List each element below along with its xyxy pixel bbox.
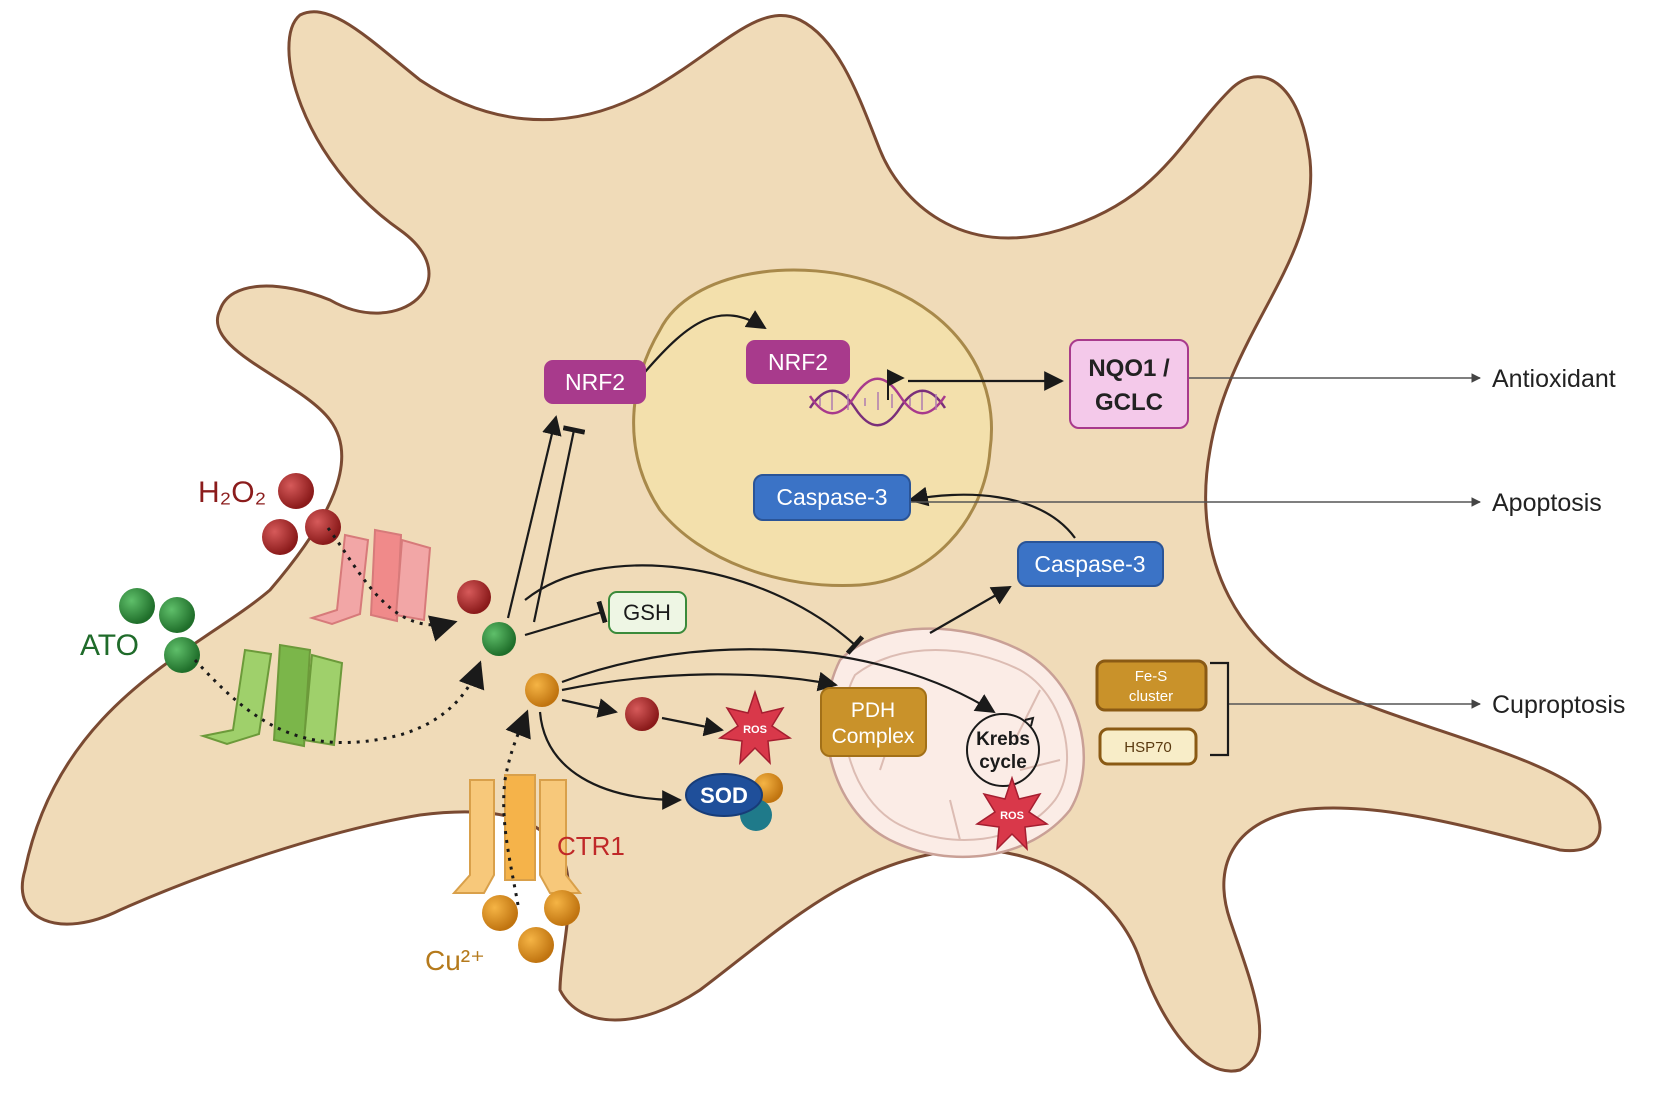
transcription-start-arrow	[886, 369, 905, 400]
gsh-label: GSH	[623, 600, 671, 625]
cu-to-sod-arrow	[538, 711, 682, 810]
fes-label-line2: cluster	[1129, 688, 1173, 705]
cuproptosis-bracket	[1210, 661, 1230, 757]
cuproptosis-label: Cuproptosis	[1492, 691, 1625, 719]
caspase3-nuc-box	[753, 474, 911, 521]
ros-mito-label: ROS	[1000, 810, 1024, 822]
cu-molecules	[482, 890, 580, 963]
h2o2-transporter-icon	[308, 528, 432, 626]
nrf2-translocation-arrow	[644, 310, 767, 373]
fes-label-line1: Fe-S	[1135, 668, 1168, 685]
pdh-box	[820, 687, 927, 757]
caspase3-cyto-label: Caspase-3	[1034, 551, 1145, 577]
ctr1-label: CTR1	[557, 831, 625, 861]
cu-label: Cu²⁺	[425, 945, 485, 976]
krebs-cycle-icon	[966, 713, 1040, 787]
apoptosis-label: Apoptosis	[1492, 489, 1602, 517]
caspase3-nuc-label: Caspase-3	[776, 484, 887, 510]
krebs-label-line1: Krebs	[976, 729, 1030, 750]
antioxidant-label: Antioxidant	[1492, 365, 1616, 393]
gsh-box	[608, 591, 687, 634]
ato-inhibits-mito	[524, 564, 865, 655]
cu-derived-h2o2	[625, 697, 659, 731]
mito-to-caspase-arrow	[929, 586, 1012, 634]
ctr1-transporter-icon	[451, 774, 583, 894]
fes-box	[1095, 659, 1208, 712]
krebs-arrowhead	[1024, 716, 1035, 727]
ato-label: ATO	[80, 629, 139, 662]
nrf2-nuc-box	[746, 340, 850, 384]
pdh-label-line1: PDH	[851, 699, 895, 722]
nrf2-cyto-label: NRF2	[565, 369, 625, 395]
intracellular-cu	[525, 673, 559, 707]
ros-cyto-burst	[717, 689, 793, 765]
hsp70-label: HSP70	[1124, 739, 1172, 756]
cu-to-pdh-arrow	[561, 671, 838, 692]
caspase3-cyto-box	[1017, 541, 1164, 587]
ros-cyto-label: ROS	[743, 724, 767, 736]
sod-label: SOD	[700, 783, 748, 808]
h2o2-import-path	[326, 527, 458, 642]
ato-transporter-icon	[199, 643, 344, 748]
caspase-translocation-arrow	[908, 486, 1076, 539]
h2o2-to-ros-arrow	[661, 716, 724, 737]
nucleus	[632, 268, 993, 588]
h2o2-label: H₂O₂	[198, 476, 266, 509]
intracellular-ato	[482, 622, 516, 656]
ros-mito-burst	[974, 775, 1050, 851]
ato-to-nrf2-arrow	[506, 415, 562, 619]
nqo1-label-line2: GCLC	[1095, 389, 1163, 416]
krebs-label-line2: cycle	[979, 752, 1027, 773]
ato-inhibits-gsh	[524, 600, 608, 637]
intracellular-h2o2	[457, 580, 491, 614]
nrf2-nuc-label: NRF2	[768, 349, 828, 375]
sod-icon	[685, 773, 783, 831]
nrf2-cyto-box	[544, 360, 646, 404]
hsp70-box	[1098, 727, 1198, 766]
cu-to-h2o2-arrow	[561, 698, 618, 718]
nqo1-box	[1069, 339, 1189, 429]
pdh-label-line2: Complex	[832, 725, 915, 748]
cu-to-krebs-arrow	[561, 648, 996, 714]
ato-molecules	[119, 588, 200, 673]
h2o2-molecules	[262, 473, 341, 555]
nqo1-label-line1: NQO1 /	[1088, 355, 1170, 382]
dna-icon	[808, 377, 947, 427]
